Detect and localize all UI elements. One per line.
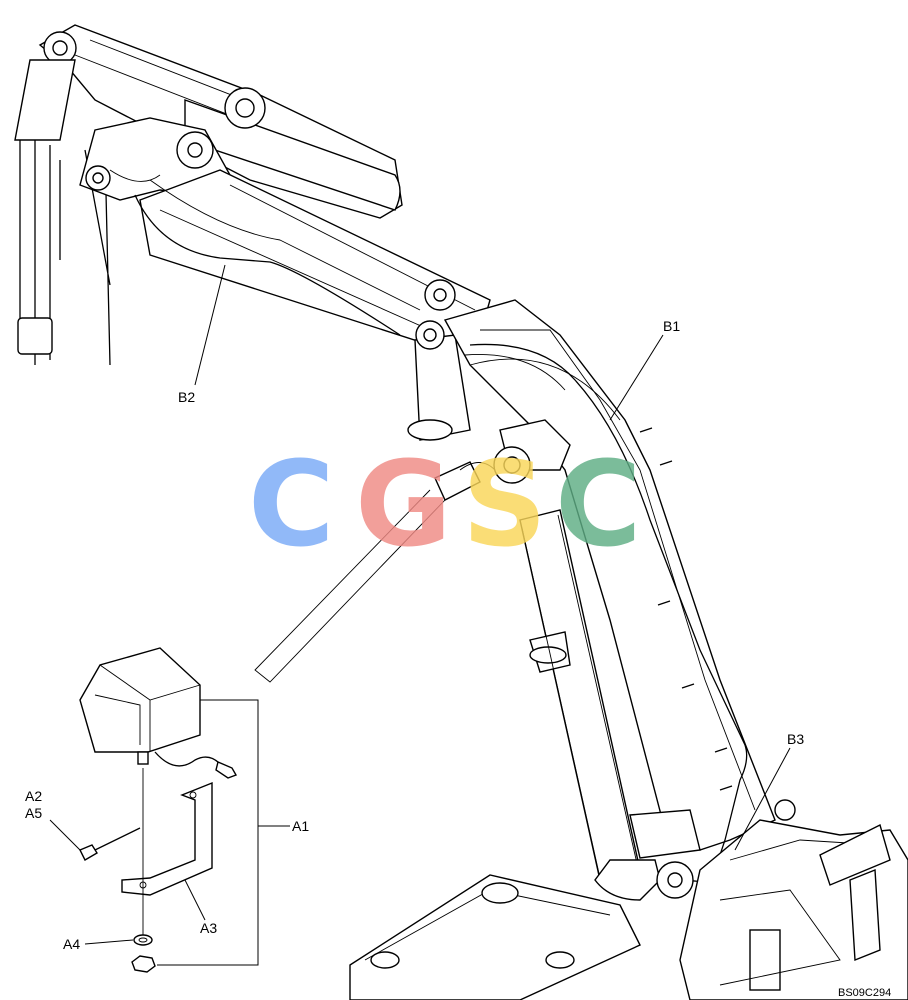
projection-lines [254, 489, 446, 683]
watermark-logo: C G S C [248, 435, 642, 573]
callout-a5: A5 [25, 805, 42, 821]
callout-a3: A3 [200, 920, 217, 936]
callout-a1: A1 [292, 818, 309, 834]
watermark-letter-c1: C [248, 435, 335, 573]
callout-b3: B3 [787, 731, 804, 747]
watermark-letter-g: G [355, 435, 452, 573]
lamp-detail [79, 647, 290, 973]
arm-assembly [14, 24, 491, 441]
main-boom [443, 299, 776, 901]
callout-b1: B1 [663, 318, 680, 334]
watermark-letter-s: S [462, 435, 547, 573]
drawing-code: BS09C294 [838, 987, 891, 999]
callout-a2: A2 [25, 788, 42, 804]
callout-b2: B2 [178, 389, 195, 405]
leader-lines [49, 264, 791, 945]
chassis [349, 799, 908, 1000]
watermark-letter-c2: C [555, 435, 642, 573]
callout-a4: A4 [63, 936, 80, 952]
work-lamp-mounted [434, 461, 496, 501]
